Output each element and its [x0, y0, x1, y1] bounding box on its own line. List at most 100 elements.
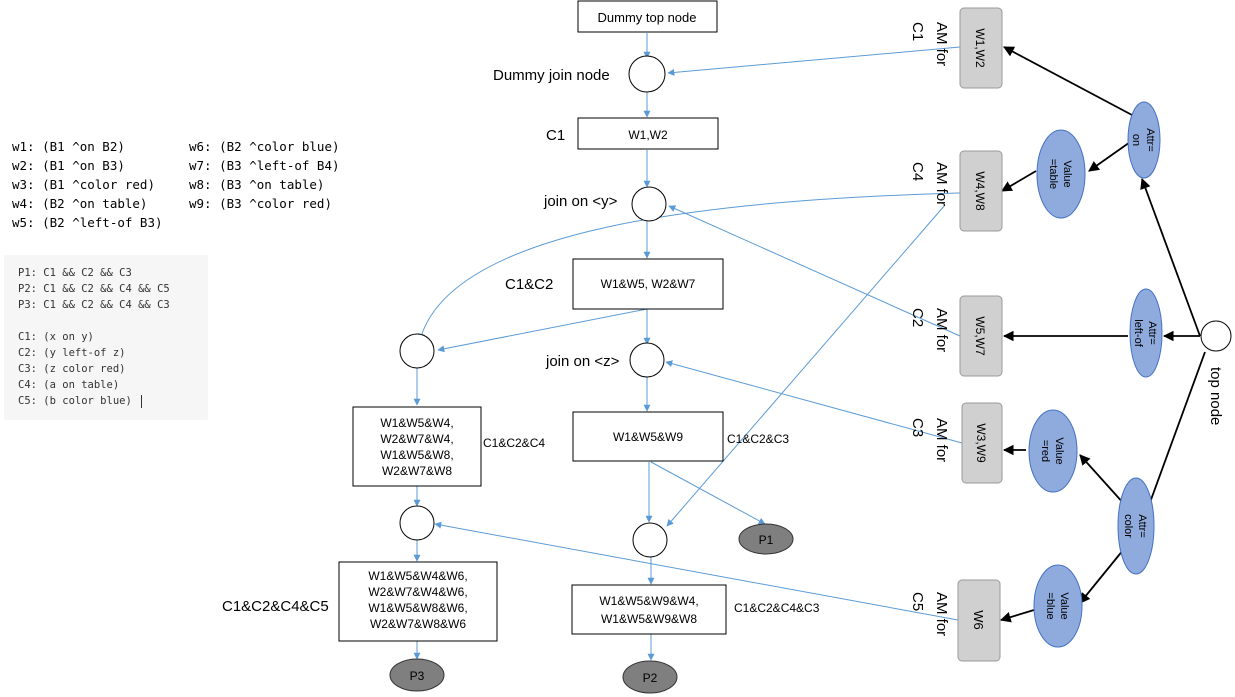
test-value-table-line1: Value — [1061, 160, 1073, 187]
test-attr-color-line1: Attr= — [1136, 514, 1148, 538]
c1c2c4c3-label: C1&C2&C4&C3 — [734, 601, 820, 615]
test-attr-color — [1117, 477, 1155, 575]
production-p3 — [389, 658, 445, 692]
am-c4-cond: C4 — [909, 162, 926, 181]
am-for-label: AM for — [933, 162, 950, 206]
text-cursor — [141, 395, 142, 408]
production-p2 — [622, 660, 678, 694]
wm-item: w1: (B1 ^on B2) — [12, 139, 125, 154]
c1c2c4c3-beta-memory — [571, 584, 727, 635]
alpha-memory-c4-items: W4,W8 — [973, 171, 987, 211]
join-y-label: join on <y> — [543, 193, 618, 210]
edge-attr-color-to-value-blue — [1079, 543, 1129, 604]
alpha-memory-c1 — [959, 7, 1003, 89]
c1c2c4c5-memory-line: W1&W5&W4&W6, — [368, 569, 467, 583]
wm-item: w5: (B2 ^left-of B3) — [12, 215, 163, 230]
dummy-join-node — [628, 55, 666, 93]
c1c2c4c5-beta-memory — [338, 561, 498, 642]
wm-item: w2: (B1 ^on B3) — [12, 158, 125, 173]
p2-label: P2 — [643, 671, 658, 685]
dummy-top-node-label: Dummy top node — [598, 10, 697, 25]
c1c2c4-beta-memory — [352, 406, 482, 487]
am-c2-cond: C2 — [909, 308, 926, 327]
wm-item: w6: (B2 ^color blue) — [189, 139, 340, 154]
dummy-join-node-label: Dummy join node — [493, 67, 610, 84]
edge-value-table-to-am-c4 — [1001, 170, 1037, 192]
c1c2c3-label: C1&C2&C3 — [727, 432, 789, 446]
join-node-z — [629, 342, 665, 378]
working-memory-list: w1: (B1 ^on B2) w2: (B1 ^on B3) w3: (B1 … — [8, 134, 358, 230]
code-line: P3: C1 && C2 && C4 && C3 — [18, 299, 170, 311]
c1c2c4c5-memory-line: W1&W5&W8&W6, — [368, 601, 467, 615]
test-attr-on — [1127, 101, 1161, 179]
am-c3-cond: C3 — [909, 418, 926, 437]
edge-am-c5-to-join-c5 — [434, 521, 959, 621]
edge-attr-on-to-am-c1 — [1003, 46, 1133, 116]
c1-beta-memory — [577, 117, 719, 150]
edge-attr-color-to-value-red — [1079, 454, 1126, 506]
p1-label: P1 — [759, 533, 774, 547]
am-for-label: AM for — [933, 592, 950, 636]
test-attr-on-line1: Attr= — [1144, 128, 1156, 152]
c1-beta-memory-text: W1,W2 — [628, 128, 668, 142]
dummy-top-node-box — [577, 0, 718, 33]
test-value-blue — [1033, 564, 1083, 648]
rules-code-block: P1: C1 && C2 && C3 P2: C1 && C2 && C4 &&… — [4, 255, 208, 420]
c1c2c4-label: C1&C2&C4 — [483, 436, 545, 450]
test-value-red — [1028, 409, 1078, 493]
am-for-label: AM for — [933, 22, 950, 66]
test-value-blue-line2: =blue — [1044, 592, 1056, 619]
alpha-memory-c3-items: W3,W9 — [974, 423, 988, 463]
beta-network: Dummy top node Dummy join node C1 W1,W2 … — [222, 0, 820, 694]
c1c2-beta-memory-text: W1&W5, W2&W7 — [601, 277, 696, 291]
alpha-memory-c1-items: W1,W2 — [973, 28, 987, 68]
am-for-label: AM for — [933, 308, 950, 352]
c1c2c4-memory-line: W1&W5&W8, — [380, 448, 453, 462]
am-for-label: AM for — [933, 418, 950, 462]
edge-am-c2-to-join-y — [668, 205, 961, 337]
edge-value-blue-to-am-c5 — [999, 609, 1035, 623]
test-attr-color-line2: color — [1122, 514, 1134, 538]
c1c2c4-memory-line: W2&W7&W8 — [382, 464, 452, 478]
c1c2c3-beta-memory-text: W1&W5&W9 — [613, 430, 683, 444]
test-value-table-line2: =table — [1047, 159, 1059, 189]
join-node-c4 — [632, 522, 668, 558]
c1c2c4c5-label: C1&C2&C4&C5 — [222, 598, 329, 615]
join-z-label: join on <z> — [545, 353, 620, 370]
alpha-memory-c3 — [961, 402, 1003, 484]
wm-item: w8: (B3 ^on table) — [189, 177, 325, 192]
c1c2-label: C1&C2 — [505, 276, 553, 293]
join-node-y — [631, 186, 667, 222]
wm-item: w7: (B3 ^left-of B4) — [189, 158, 340, 173]
edge-am-c1-to-dummy-join — [667, 46, 961, 76]
alpha-network: top node W1,W2 AM for C1 W4,W8 AM for C4… — [909, 7, 1232, 662]
code-line: C2: (y left-of z) — [18, 347, 126, 359]
test-value-blue-line1: Value — [1058, 592, 1070, 619]
edge-top-to-attr-on — [1140, 177, 1201, 337]
c1c2c4c5-memory-line: W2&W7&W4&W6, — [368, 585, 467, 599]
code-line: P1: C1 && C2 && C3 — [18, 267, 132, 279]
join-node-c5 — [399, 505, 435, 541]
c1c2c4c3-memory-line: W1&W5&W9&W4, — [599, 594, 698, 608]
top-node-label: top node — [1207, 367, 1224, 425]
alpha-memory-c2-items: W5,W7 — [973, 316, 987, 356]
c1-label: C1 — [546, 127, 565, 144]
wm-item: w9: (B3 ^color red) — [189, 196, 332, 211]
am-c5-cond: C5 — [909, 592, 926, 611]
edge-am-c4-to-left-join — [418, 192, 961, 341]
c1c2c4-memory-line: W1&W5&W4, — [380, 416, 453, 430]
alpha-memory-c2 — [959, 295, 1003, 377]
c1c2c4-memory-line: W2&W7&W4, — [380, 432, 453, 446]
test-attr-on-line2: on — [1130, 134, 1142, 146]
edge-c1c2-to-left-join — [437, 308, 648, 353]
c1c2-beta-memory — [572, 258, 724, 310]
join-node-c4-left — [399, 333, 435, 369]
code-line: C1: (x on y) — [18, 331, 94, 343]
test-attr-leftof-line1: Attr= — [1146, 321, 1158, 345]
c1c2c3-beta-memory — [572, 411, 724, 462]
code-line: C5: (b color blue) — [18, 395, 132, 407]
am-c1-cond: C1 — [909, 22, 926, 41]
code-line: C3: (z color red) — [18, 363, 126, 375]
